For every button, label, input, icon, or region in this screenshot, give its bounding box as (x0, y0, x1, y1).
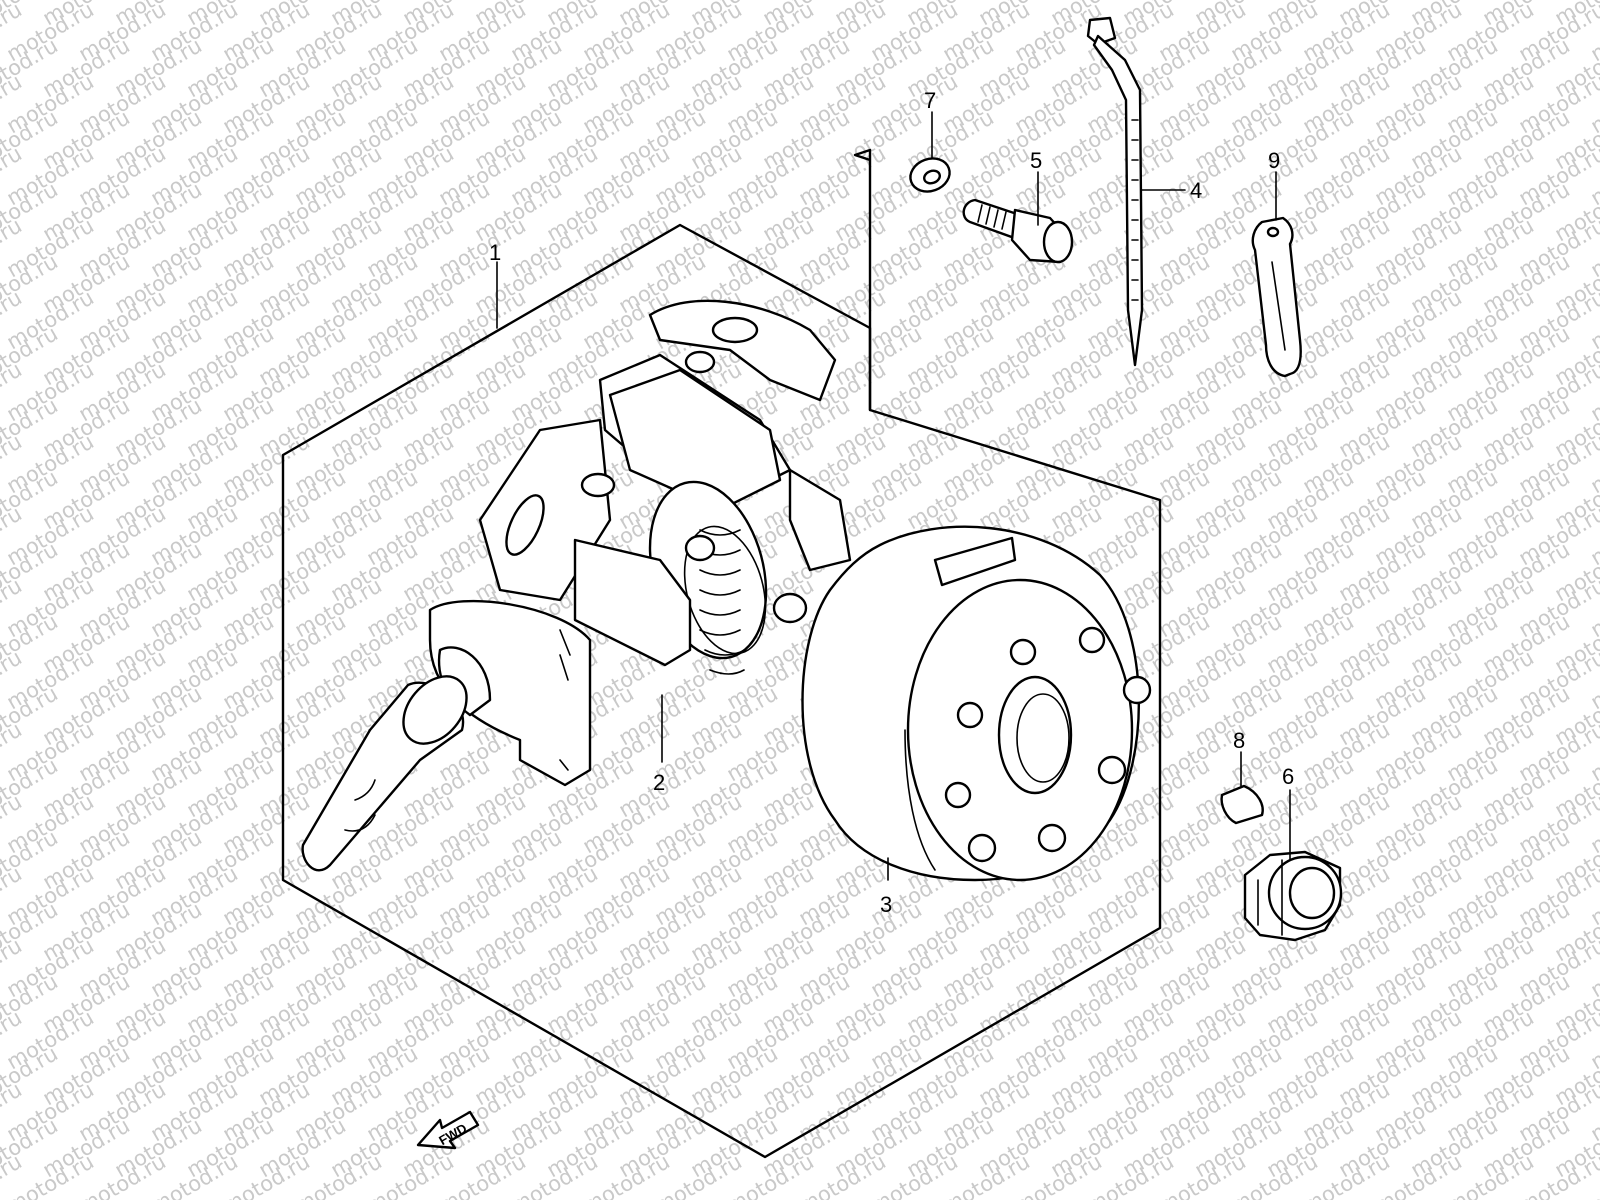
cable-tie (1086, 16, 1144, 367)
callout-3: 3 (880, 857, 892, 917)
callout-6: 6 (1282, 764, 1294, 861)
callout-2: 2 (653, 694, 665, 795)
callout-label: 4 (1190, 178, 1202, 203)
callout-label: 3 (880, 892, 892, 917)
bolt (962, 198, 1074, 264)
woodruff-key (1220, 784, 1264, 825)
stator-assembly (301, 299, 852, 872)
callout-9: 9 (1268, 148, 1280, 221)
callout-label: 6 (1282, 764, 1294, 789)
callout-4: 4 (1141, 178, 1202, 203)
flange-nut (1243, 850, 1343, 942)
callout-label: 8 (1233, 728, 1245, 753)
clamp (1251, 216, 1302, 378)
callout-label: 5 (1030, 148, 1042, 173)
callout-1: 1 (489, 240, 501, 329)
callout-8: 8 (1233, 728, 1245, 787)
callout-7: 7 (924, 88, 936, 159)
assembly-hexagon-outline (281, 223, 1162, 1159)
callout-5: 5 (1030, 148, 1042, 226)
callout-label: 9 (1268, 148, 1280, 173)
callout-label: 7 (924, 88, 936, 113)
callout-label: 2 (653, 770, 665, 795)
washer (909, 157, 951, 193)
callout-label: 1 (489, 240, 501, 265)
flywheel-rotor (801, 525, 1152, 882)
